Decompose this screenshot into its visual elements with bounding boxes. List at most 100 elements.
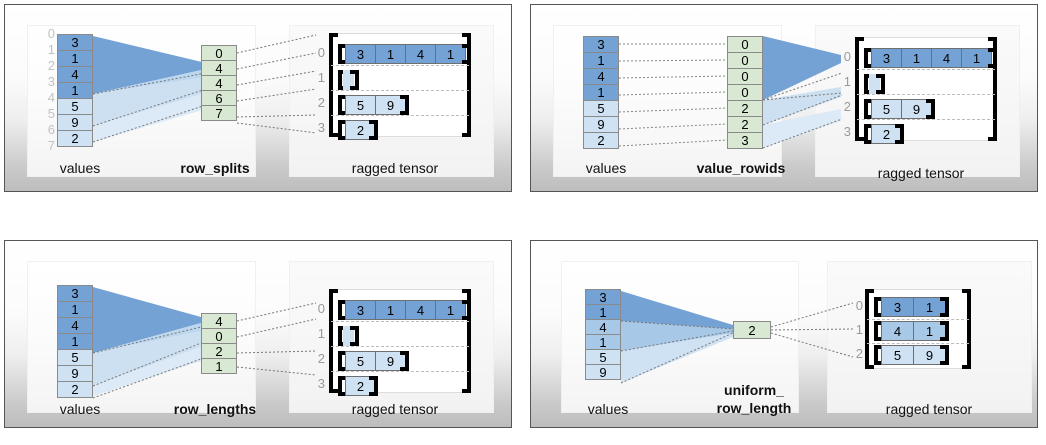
value-cell: 4 [57,66,93,83]
row-close-bracket [462,300,471,320]
tensor-caption: ragged tensor [351,401,439,417]
tensor-row-label: 2 [317,351,325,366]
value-cell: 1 [57,82,93,99]
values-caption: values [59,160,101,176]
row-cells: 3 1 4 1 [345,300,466,320]
uniform-row-length-column: 2 [733,321,771,339]
tensor-cell: 3 [345,300,376,320]
value-cell: 9 [583,116,619,133]
tensor-row-label: 2 [843,99,851,114]
tensor-row-label: 0 [317,301,325,316]
row-close-bracket [988,48,997,68]
value-cell: 3 [57,34,93,51]
row-lengths-cell: 0 [201,328,237,344]
row-cells: 5 9 [345,351,406,371]
panel-value-rowids: 3 1 4 1 5 9 2 0 0 0 0 2 2 3 [530,4,1038,192]
tensor-cell: 4 [881,321,914,341]
row-open-bracket [338,376,347,396]
row-close-bracket [895,124,904,144]
encoding-caption: uniform_ row_length [716,382,792,416]
tensor-cell: 1 [901,48,932,68]
tensor-cell: 4 [405,44,436,64]
row-cells: 5 9 [345,95,406,115]
value-cell: 5 [583,100,619,117]
row-splits-cell: 4 [201,60,237,76]
value-index-label: 7 [47,138,55,153]
tensor-row-label: 0 [317,45,325,60]
value-cell: 3 [585,289,621,305]
tensor-cell-empty [343,326,354,346]
tensor-caption: ragged tensor [351,160,439,176]
value-rowids-cell: 0 [727,68,763,85]
value-cell: 3 [57,285,93,302]
tensor-row-label: 3 [843,124,851,139]
row-splits-cell: 6 [201,90,237,106]
row-cells: 2 [871,124,902,144]
tensor-cell: 1 [435,300,466,320]
tensor-close-bracket [962,289,971,369]
ragged-tensor: 3 1 4 1 5 9 [855,37,997,144]
tensor-open-bracket [329,289,338,393]
row-open-bracket [338,120,347,140]
panel-row-splits: 0 1 2 3 4 5 6 7 3 1 [4,4,512,192]
tensor-close-bracket [462,33,471,137]
row-open-bracket [864,99,873,119]
value-cell: 1 [583,84,619,101]
tensor-row-label: 3 [317,120,325,135]
values-column: 3 1 4 1 5 9 [585,289,621,380]
tensor-row-label: 0 [843,49,851,64]
row-cells [343,70,354,90]
tensor-cell: 4 [931,48,962,68]
panel-row-lengths: 3 1 4 1 5 9 2 4 0 2 1 3 1 [4,240,512,428]
value-cell: 4 [583,68,619,85]
row-open-bracket [874,297,883,317]
row-close-bracket [940,345,949,365]
row-close-bracket [940,297,949,317]
row-open-bracket [874,321,883,341]
values-column: 3 1 4 1 5 9 2 [57,34,93,147]
tensor-cell: 3 [871,48,902,68]
value-index-label: 0 [47,26,55,41]
row-close-bracket [940,321,949,341]
value-cell: 1 [585,334,621,350]
value-cell: 5 [585,349,621,365]
value-index-label: 5 [47,106,55,121]
row-close-bracket [350,70,359,90]
encoding-caption: row_splits [180,160,250,176]
tensor-cell: 1 [375,300,406,320]
values-column: 3 1 4 1 5 9 2 [57,285,93,398]
row-open-bracket [338,326,347,346]
row-separator [331,65,469,66]
row-lengths-cell: 2 [201,343,237,359]
row-cells: 4 1 [881,321,946,341]
row-close-bracket [462,44,471,64]
tensor-cell: 4 [405,300,436,320]
row-close-bracket [369,120,378,140]
tensor-cell: 2 [871,124,902,144]
row-separator [867,319,969,320]
row-cells [343,326,354,346]
row-separator [331,346,469,347]
row-splits-cell: 4 [201,75,237,91]
row-cells: 3 1 4 1 [871,48,992,68]
values-column: 3 1 4 1 5 9 2 [583,36,619,149]
tensor-row-label: 3 [317,376,325,391]
row-cells: 3 1 [881,297,946,317]
row-open-bracket [864,74,873,94]
tensor-open-bracket [865,289,874,369]
row-lengths-cell: 4 [201,313,237,329]
row-open-bracket [864,124,873,144]
tensor-cell-empty [343,70,354,90]
tensor-cell: 3 [345,44,376,64]
row-open-bracket [874,345,883,365]
row-splits-cell: 7 [201,105,237,121]
row-cells: 5 9 [871,99,932,119]
row-close-bracket [369,376,378,396]
tensor-cell-empty [869,74,880,94]
value-cell: 2 [57,130,93,147]
tensor-cell: 3 [881,297,914,317]
row-open-bracket [338,300,347,320]
row-separator [867,343,969,344]
value-rowids-cell: 3 [727,132,763,149]
